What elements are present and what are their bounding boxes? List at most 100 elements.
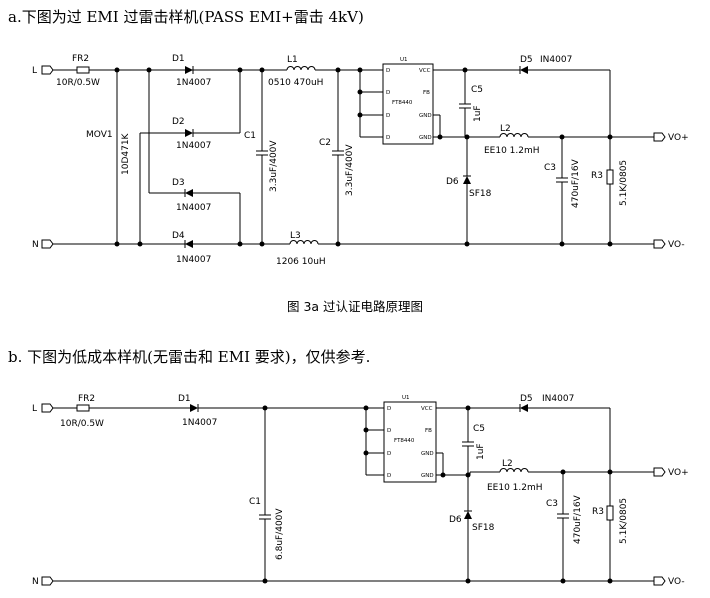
schematic-a: L N VO+ VO- FR2 10R/0.5W MOV1 10D471K D1… [32, 54, 689, 267]
ic-pin-d8-a: D [386, 135, 390, 141]
d1-ref-a: D1 [172, 54, 185, 64]
capacitor-c1-b [259, 514, 271, 520]
diode-d1-b [190, 404, 199, 412]
diode-d1-a [185, 66, 194, 74]
label-l-b: L [32, 404, 37, 414]
ic-pin-d6-a: D [386, 90, 390, 96]
terminal-vo-plus [653, 132, 666, 142]
label-vo-plus-b: VO+ [668, 468, 689, 478]
r3-ref-b: R3 [592, 507, 604, 517]
label-l-a: L [32, 66, 37, 76]
schematic-b: L N VO+ VO- FR2 10R/0.5W D1 1N4007 C1 6.… [32, 394, 689, 587]
ic-pin-gnd2-b: GND [421, 473, 434, 479]
ic-u1-a [382, 63, 434, 145]
fuse-ref-a: FR2 [72, 54, 89, 64]
ic-pin-d6-b: D [387, 428, 391, 434]
inductor-l2-a [499, 133, 529, 138]
terminal-n-b [41, 576, 54, 586]
r3-value-a: 5.1K/0805 [619, 160, 629, 206]
diode-d2-a [185, 129, 194, 137]
fuse-value-b: 10R/0.5W [60, 419, 104, 429]
resistor-r3-b [606, 505, 614, 521]
c5-value-b: 1uF [476, 443, 486, 460]
junction-dots-a [114, 67, 613, 247]
ic-pin-fb-a: FB [423, 90, 430, 96]
capacitor-c5-a [459, 103, 471, 109]
ic-ref-a: U1 [400, 57, 408, 63]
inductor-l2-b [499, 468, 529, 473]
d1-ref-b: D1 [178, 394, 191, 404]
ic-pin-d5-b: D [387, 406, 391, 412]
d6-ref-b: D6 [449, 515, 462, 525]
c5-ref-b: C5 [473, 424, 485, 434]
l3-ref-a: L3 [290, 231, 301, 241]
d2-ref-a: D2 [172, 117, 185, 127]
l2-value-a: EE10 1.2mH [484, 146, 540, 156]
l1-value-a: 0510 470uH [268, 78, 323, 88]
c2-ref-a: C2 [319, 138, 331, 148]
label-n-a: N [32, 240, 39, 250]
d4-value-a: 1N4007 [176, 255, 211, 265]
l2-value-b: EE10 1.2mH [487, 483, 543, 493]
capacitor-c2-a [332, 150, 344, 156]
ic-pin-vcc-a: VCC [419, 68, 431, 74]
diode-d5-a [519, 66, 528, 74]
ic-part-a: FT8440 [392, 100, 413, 106]
heading-a: a.下图为过 EMI 过雷击样机(PASS EMI+雷击 4kV) [8, 8, 364, 26]
c3-value-a: 470uF/16V [571, 158, 581, 208]
d5-value-b: IN4007 [542, 394, 574, 404]
label-vo-minus-a: VO- [668, 240, 685, 250]
ic-pin-d8-b: D [387, 473, 391, 479]
c3-value-b: 470uF/16V [573, 494, 583, 544]
diode-d6-a [463, 175, 471, 184]
heading-b: b. 下图为低成本样机(无雷击和 EMI 要求)，仅供参考. [8, 348, 371, 366]
diode-d6-b [464, 510, 472, 519]
capacitor-c3-b [557, 513, 569, 519]
d3-value-a: 1N4007 [176, 203, 211, 213]
c3-ref-b: C3 [546, 499, 558, 509]
c2-value-a: 3.3uF/400V [345, 144, 355, 196]
terminal-l-b [41, 403, 54, 413]
c1-ref-b: C1 [249, 497, 261, 507]
fuse-fr2-a [76, 66, 90, 74]
d4-ref-a: D4 [172, 231, 185, 241]
capacitor-c3-a [556, 177, 568, 183]
fuse-value-a: 10R/0.5W [56, 78, 100, 88]
ic-u1-b [383, 401, 437, 483]
ic-pin-fb-b: FB [425, 428, 432, 434]
terminal-vo-plus-b [653, 467, 666, 477]
terminal-l [41, 65, 54, 75]
c1-value-b: 6.8uF/400V [275, 508, 285, 560]
ic-pin-vcc-b: VCC [421, 406, 433, 412]
terminal-vo-minus-b [653, 576, 666, 586]
terminal-vo-minus [653, 239, 666, 249]
mov-value-a: 10D471K [121, 132, 131, 175]
label-n-b: N [32, 577, 39, 587]
c3-ref-a: C3 [544, 163, 556, 173]
d1-value-a: 1N4007 [176, 78, 211, 88]
d5-ref-a: D5 [520, 55, 533, 65]
d6-ref-a: D6 [446, 177, 459, 187]
resistor-r3-a [606, 169, 614, 185]
d6-value-b: SF18 [472, 523, 495, 533]
diode-d3-a [184, 189, 193, 197]
d2-value-a: 1N4007 [176, 141, 211, 151]
ic-part-b: FT8440 [394, 438, 415, 444]
fuse-fr2-b [76, 404, 90, 412]
d6-value-a: SF18 [469, 189, 492, 199]
label-vo-minus-b: VO- [668, 577, 685, 587]
r3-value-b: 5.1K/0805 [619, 498, 629, 544]
c1-ref-a: C1 [244, 131, 256, 141]
c5-value-a: 1uF [473, 105, 483, 122]
r3-ref-a: R3 [591, 171, 603, 181]
caption-a: 图 3a 过认证电路原理图 [286, 299, 424, 314]
terminal-n [41, 239, 54, 249]
diode-d5-b [519, 404, 528, 412]
inductor-l3-a [289, 240, 319, 245]
junction-dots-b [262, 405, 613, 584]
l2-ref-b: L2 [502, 459, 513, 469]
inductor-l1-a [286, 66, 316, 71]
c5-ref-a: C5 [471, 85, 483, 95]
ic-pin-gnd2-a: GND [419, 135, 432, 141]
capacitor-c1-a [256, 150, 268, 156]
